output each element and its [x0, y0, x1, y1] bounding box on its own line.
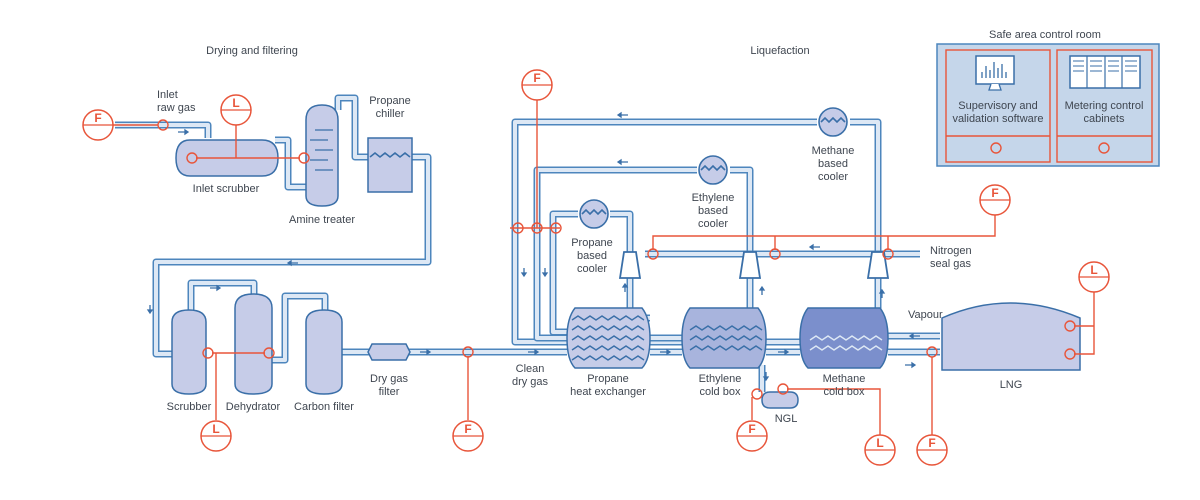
inlet-scrubber-label: Inlet scrubber	[193, 183, 260, 195]
propane-compressor	[618, 251, 642, 279]
nitrogen-flow-indicator: F	[979, 184, 1011, 216]
inlet-label-1: Inlet	[157, 89, 178, 101]
supervisory-cabinet	[945, 49, 1051, 163]
inlet-label-2: raw gas	[157, 102, 196, 114]
lng-label: LNG	[1000, 379, 1023, 391]
ethylene-cold-box	[681, 307, 767, 369]
ngl-label: NGL	[775, 413, 798, 425]
dry-gas-flow-indicator: F	[452, 420, 484, 452]
control-room: Safe area control room Supervisory and v…	[936, 29, 1160, 167]
propane-hx-label-1: Propane	[587, 373, 629, 385]
methane-cooler-label-2: based	[818, 158, 848, 170]
instrument-bubbles: F L L F F F L F	[82, 69, 1110, 466]
methane-box-label-1: Methane	[823, 373, 866, 385]
ethylene-box-label-1: Ethylene	[699, 373, 742, 385]
ethylene-box-label-2: cold box	[700, 386, 741, 398]
dry-gas-filter-label-1: Dry gas	[370, 373, 408, 385]
dry-gas-filter-label-2: filter	[379, 386, 400, 398]
dehydrator	[234, 293, 273, 395]
methane-cooler-label-3: cooler	[818, 171, 848, 183]
ethylene-cooler-label-3: cooler	[698, 218, 728, 230]
metering-label-2: cabinets	[1084, 113, 1125, 125]
lng-tank	[941, 302, 1081, 371]
propane-chiller	[367, 137, 413, 193]
ethylene-compressor	[738, 251, 762, 279]
refrigerant-flow-indicator: F	[521, 69, 553, 101]
drying-section-title: Drying and filtering	[206, 45, 298, 57]
flow-arrows	[146, 111, 920, 382]
nitrogen-label-2: seal gas	[930, 258, 971, 270]
carbon-filter	[305, 309, 343, 395]
ngl-flow-indicator: F	[736, 420, 768, 452]
monitor-icon	[975, 55, 1015, 91]
ethylene-cooler	[698, 155, 728, 185]
svg-text:F: F	[533, 71, 540, 85]
propane-cooler-label-3: cooler	[577, 263, 607, 275]
methane-cooler-label-1: Methane	[812, 145, 855, 157]
metering-label-1: Metering control	[1065, 100, 1144, 112]
vapour-label: Vapour	[908, 309, 943, 321]
amine-treater-label: Amine treater	[289, 214, 355, 226]
svg-text:F: F	[748, 422, 755, 436]
inlet-level-indicator: L	[220, 94, 252, 126]
lng-flow-indicator: F	[916, 434, 948, 466]
propane-cooler	[579, 199, 609, 229]
svg-text:F: F	[94, 111, 101, 125]
svg-text:L: L	[1090, 263, 1097, 277]
propane-chiller-label-1: Propane	[369, 95, 411, 107]
metering-cabinet	[1056, 49, 1153, 163]
methane-box-label-2: cold box	[824, 386, 865, 398]
svg-text:F: F	[928, 436, 935, 450]
supervisory-label-2: validation software	[952, 113, 1043, 125]
propane-hx-label-2: heat exchanger	[570, 386, 646, 398]
supervisory-label-1: Supervisory and	[958, 100, 1038, 112]
dehydrator-level-indicator: L	[200, 420, 232, 452]
svg-text:L: L	[876, 436, 883, 450]
liquefaction-section-title: Liquefaction	[750, 45, 809, 57]
clean-dry-gas-label-1: Clean	[516, 363, 545, 375]
amine-treater	[305, 104, 339, 207]
dehydrator-label: Dehydrator	[226, 401, 281, 413]
methane-cooler	[818, 107, 848, 137]
propane-cooler-label-2: based	[577, 250, 607, 262]
methane-cold-box	[799, 307, 889, 369]
svg-text:F: F	[991, 186, 998, 200]
carbon-filter-label: Carbon filter	[294, 401, 354, 413]
cabinets-icon	[1069, 55, 1141, 89]
equipment-labels: Inlet raw gas Inlet scrubber Amine treat…	[157, 89, 1022, 425]
instrument-signals	[113, 100, 1095, 435]
svg-text:L: L	[212, 422, 219, 436]
ngl-level-indicator: L	[864, 434, 896, 466]
ngl-drum	[761, 391, 799, 409]
lng-level-indicator: L	[1078, 261, 1110, 293]
control-room-title: Safe area control room	[989, 29, 1101, 41]
scrubber-label: Scrubber	[167, 401, 212, 413]
propane-cooler-label-1: Propane	[571, 237, 613, 249]
nitrogen-label-1: Nitrogen	[930, 245, 972, 257]
scrubber	[171, 309, 207, 395]
svg-text:L: L	[232, 96, 239, 110]
clean-dry-gas-label-2: dry gas	[512, 376, 549, 388]
ethylene-cooler-label-2: based	[698, 205, 728, 217]
inlet-flow-indicator: F	[82, 109, 114, 141]
dry-gas-filter	[367, 343, 411, 361]
methane-compressor	[866, 251, 890, 279]
ethylene-cooler-label-1: Ethylene	[692, 192, 735, 204]
svg-text:F: F	[464, 422, 471, 436]
propane-heat-exchanger	[566, 307, 651, 369]
propane-chiller-label-2: chiller	[376, 108, 405, 120]
